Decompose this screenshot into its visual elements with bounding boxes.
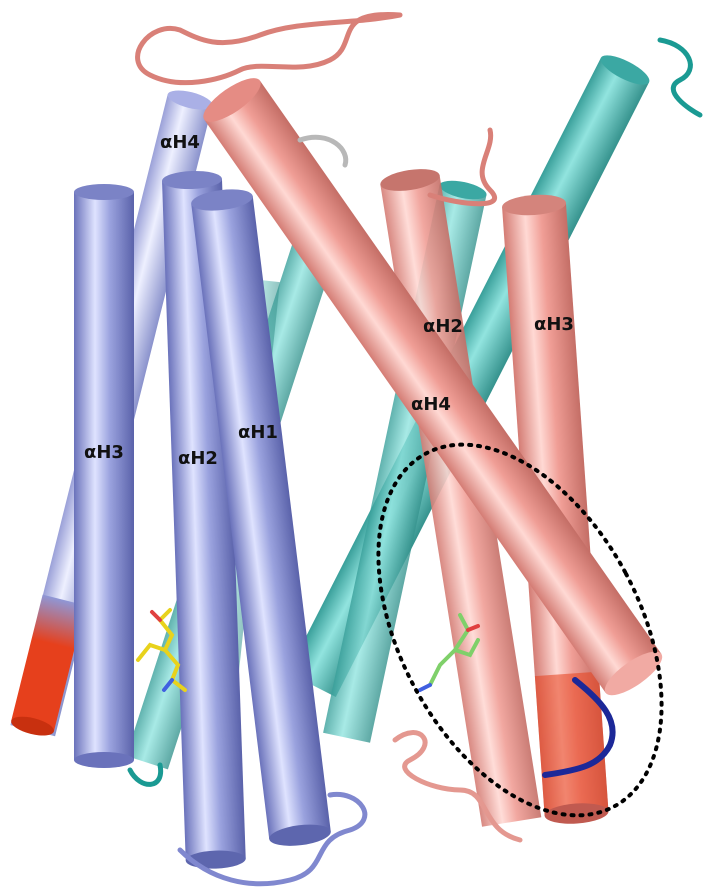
label-salmon-h3: αH3: [534, 314, 574, 335]
label-blue-h3: αH3: [84, 442, 124, 463]
label-salmon-h4: αH4: [411, 394, 451, 415]
teal-top-loop: [660, 40, 700, 115]
blue-helix-h3: [74, 184, 134, 768]
teal-bottom-loop: [130, 765, 161, 784]
label-blue-h4: αH4: [160, 132, 200, 153]
red-terminus-left: [9, 595, 85, 740]
label-salmon-h2: αH2: [423, 316, 463, 337]
label-blue-h1: αH1: [238, 422, 278, 443]
salmon-top-loop: [138, 15, 400, 83]
label-blue-h2: αH2: [178, 448, 218, 469]
